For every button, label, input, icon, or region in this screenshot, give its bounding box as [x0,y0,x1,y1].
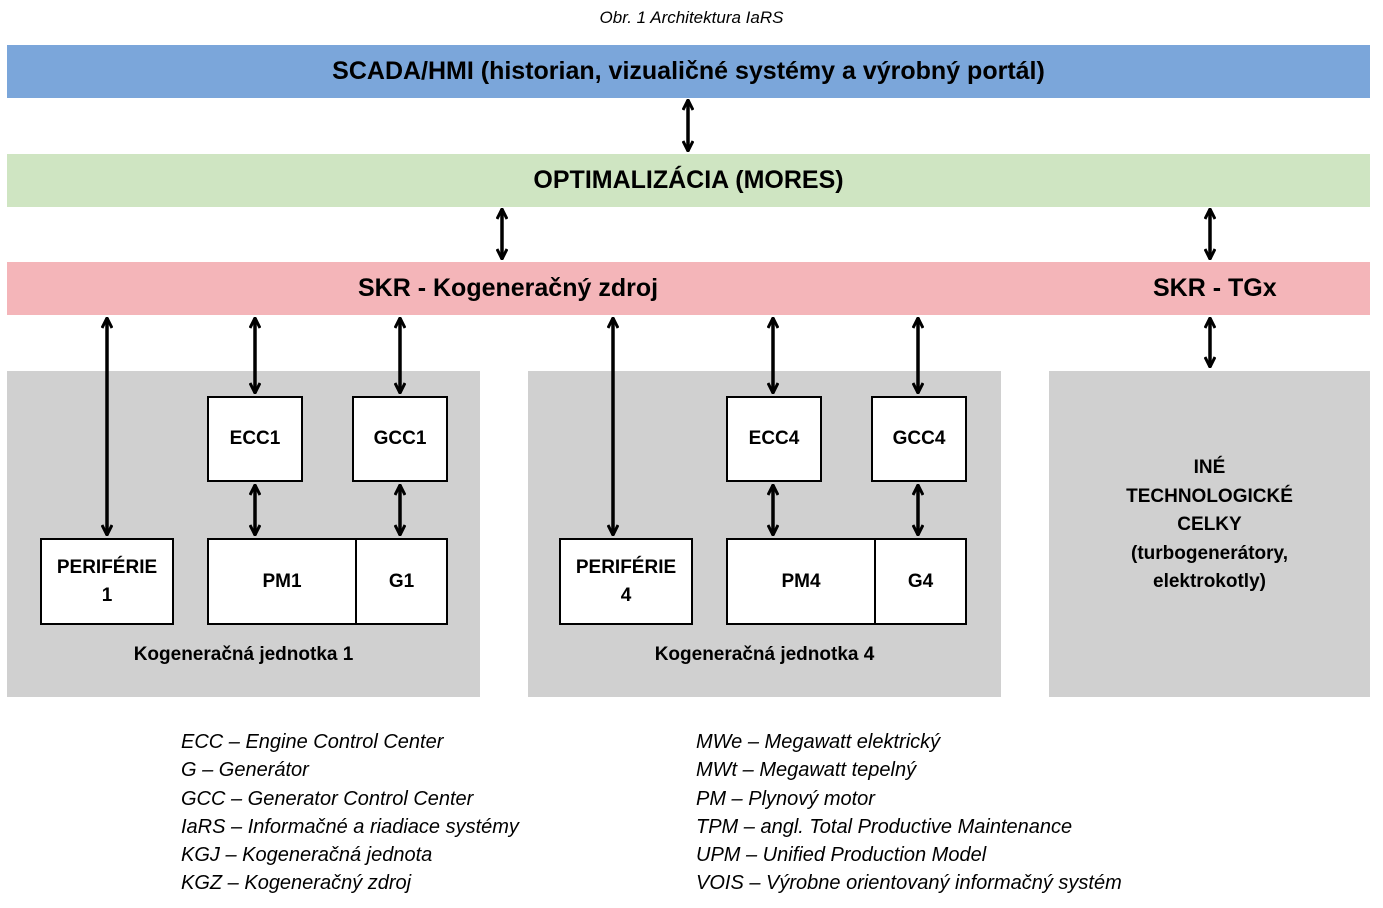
legend-item: TPM – angl. Total Productive Maintenance [696,815,1073,838]
skr-tgx-label: SKR - TGx [1153,274,1277,302]
legend-item: MWe – Megawatt elektrický [696,731,941,753]
periphery-1-box: PERIFÉRIE 1 [40,538,174,625]
legend-item: IaRS – Informačné a riadiace systémy [181,815,519,838]
legend-item: KGZ – Kogeneračný zdroj [181,872,412,895]
legend-item: UPM – Unified Production Model [696,844,987,867]
ecc1-box: ECC1 [207,396,303,482]
figure-caption: Obr. 1 Architektura IaRS [599,8,784,27]
other-units-line-2: TECHNOLOGICKÉ [1126,485,1293,507]
legend-right: MWe – Megawatt elektrický MWt – Megawatt… [696,728,1122,898]
other-units-label: INÉ TECHNOLOGICKÉ CELKY (turbogenerátory… [1049,454,1370,597]
pm4-box: PM4 [726,538,876,625]
optimization-label: OPTIMALIZÁCIA (MORES) [533,166,844,194]
scada-hmi-layer: SCADA/HMI (historian, vizualičné systémy… [7,45,1370,98]
legend-item: MWt – Megawatt tepelný [696,759,917,782]
legend-item: G – Generátor [181,759,309,782]
kgj-unit-1-label: Kogeneračná jednotka 1 [133,644,354,665]
g4-box: G4 [874,538,967,625]
periphery-1-label-line1: PERIFÉRIE [56,556,158,578]
periphery-1-label-line2: 1 [101,584,113,606]
other-units-line-3: CELKY [1177,514,1242,535]
skr-kogeneracny-zdroj-label: SKR - Kogeneračný zdroj [358,274,659,302]
periphery-4-box: PERIFÉRIE 4 [559,538,693,625]
periphery-4-label-line2: 4 [620,584,632,606]
ecc4-box: ECC4 [726,396,822,482]
other-units-panel [1049,371,1370,697]
gcc4-box: GCC4 [871,396,967,482]
legend-item: VOIS – Výrobne orientovaný informačný sy… [696,872,1122,895]
legend-item: KGJ – Kogeneračná jednota [181,844,433,867]
skr-layer [7,262,1370,315]
gcc1-box: GCC1 [352,396,448,482]
other-units-line-5: elektrokotly) [1153,571,1266,592]
legend-item: ECC – Engine Control Center [181,731,444,753]
g1-box: G1 [355,538,448,625]
legend-left: ECC – Engine Control Center G – Generáto… [181,728,519,898]
periphery-4-label-line1: PERIFÉRIE [575,556,677,578]
legend-item: PM – Plynový motor [696,787,875,810]
scada-hmi-label: SCADA/HMI (historian, vizualičné systémy… [332,57,1045,85]
optimization-layer: OPTIMALIZÁCIA (MORES) [7,154,1370,207]
pm1-box: PM1 [207,538,357,625]
other-units-line-4: (turbogenerátory, [1131,542,1288,564]
other-units-line-1: INÉ [1193,457,1226,478]
kgj-unit-4-label: Kogeneračná jednotka 4 [654,644,875,665]
legend-item: GCC – Generator Control Center [181,787,474,810]
